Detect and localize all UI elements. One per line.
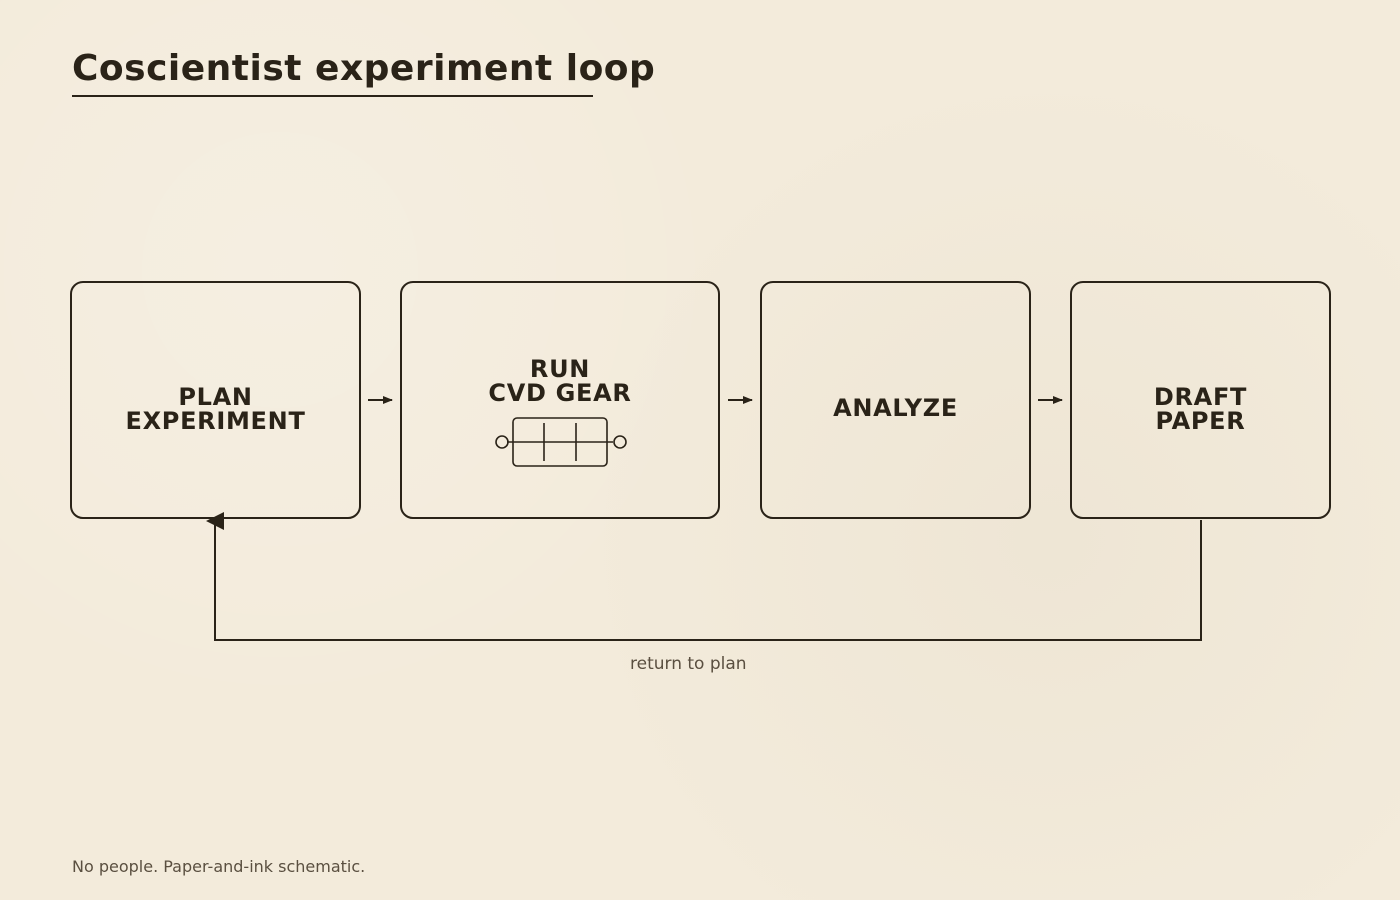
step-run-cvd-gear-line-2: CVD GEAR — [488, 379, 632, 407]
loop-return-arrow — [206, 512, 1202, 641]
step-plan-experiment-line-2: EXPERIMENT — [125, 407, 306, 435]
step-draft-paper-box: DRAFT PAPER — [1070, 281, 1331, 519]
loop-return-label: return to plan — [630, 654, 747, 674]
diagram-footnote: No people. Paper-and-ink schematic. — [72, 857, 366, 876]
step-plan-experiment-line-1: PLAN — [178, 383, 253, 411]
step-draft-paper-line-2: PAPER — [1155, 407, 1246, 435]
step-run-cvd-gear-line-1: RUN — [529, 355, 591, 383]
step-run-cvd-gear-label: RUN CVD GEAR — [402, 357, 718, 405]
diagram-title: Coscientist experiment loop — [72, 48, 656, 89]
step-plan-experiment-label: PLAN EXPERIMENT — [72, 385, 359, 433]
step-draft-paper-label: DRAFT PAPER — [1072, 385, 1329, 433]
step-analyze-box: ANALYZE — [760, 281, 1031, 519]
step-draft-paper-line-1: DRAFT — [1153, 383, 1248, 411]
step-run-cvd-gear-box: RUN CVD GEAR — [400, 281, 720, 519]
title-underline — [72, 95, 593, 97]
step-plan-experiment-box: PLAN EXPERIMENT — [70, 281, 361, 519]
step-analyze-label: ANALYZE — [762, 396, 1029, 420]
step-analyze-line-1: ANALYZE — [833, 394, 958, 422]
